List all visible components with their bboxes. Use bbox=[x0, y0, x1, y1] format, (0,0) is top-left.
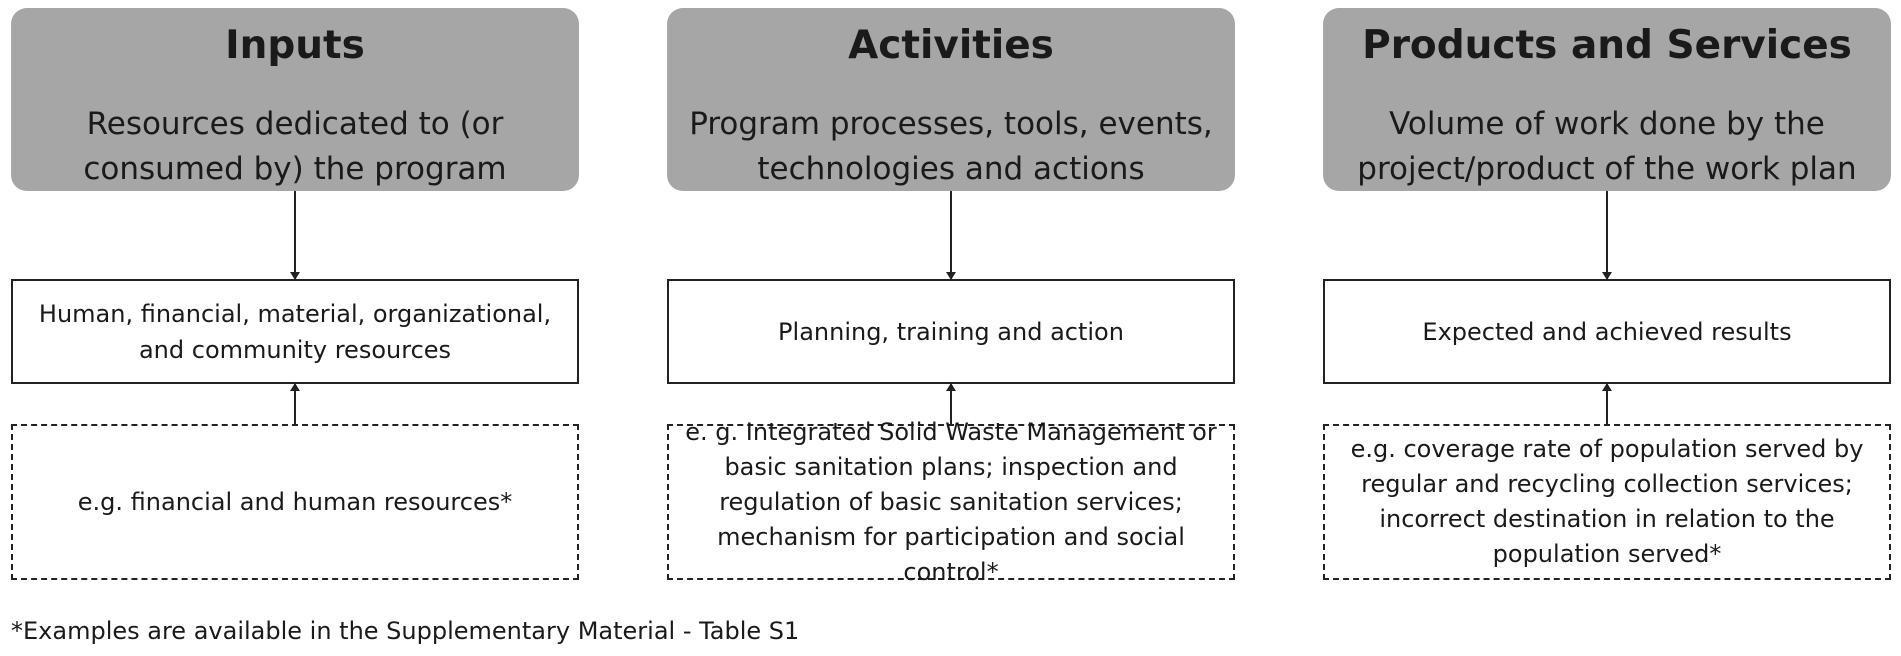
connector-arrow-bottom-activities bbox=[946, 383, 956, 424]
arrow-up-icon bbox=[290, 383, 300, 391]
example-box-inputs: e.g. financial and human resources* bbox=[11, 424, 579, 580]
detail-box-inputs: Human, financial, material, organization… bbox=[11, 279, 579, 384]
detail-text-inputs: Human, financial, material, organization… bbox=[38, 299, 552, 364]
header-description-activities: Program processes, tools, events, techno… bbox=[689, 106, 1213, 187]
example-box-activities: e. g. Integrated Solid Waste Management … bbox=[667, 418, 1235, 586]
detail-box-activities: Planning, training and action bbox=[667, 279, 1235, 384]
header-description-products-services: Volume of work done by the project/produ… bbox=[1357, 106, 1857, 187]
connector-arrow-top-activities bbox=[946, 191, 956, 280]
arrow-down-icon bbox=[290, 272, 300, 280]
header-box-inputs: Inputs Resources dedicated to (or consum… bbox=[11, 8, 579, 191]
header-title-products-services: Products and Services bbox=[1362, 23, 1852, 68]
footnote: *Examples are available in the Supplemen… bbox=[11, 617, 800, 645]
example-box-products-services: e.g. coverage rate of population served … bbox=[1323, 424, 1891, 580]
connector-arrow-bottom-inputs bbox=[290, 383, 300, 424]
example-text-activities: e. g. Integrated Solid Waste Management … bbox=[685, 417, 1217, 586]
column-inputs: Inputs Resources dedicated to (or consum… bbox=[11, 0, 579, 600]
arrow-down-icon bbox=[1602, 272, 1612, 280]
header-title-inputs: Inputs bbox=[225, 23, 365, 68]
example-text-products-services: e.g. coverage rate of population served … bbox=[1350, 435, 1864, 568]
connector-arrow-top-inputs bbox=[290, 191, 300, 280]
arrow-up-icon bbox=[1602, 383, 1612, 391]
detail-box-products-services: Expected and achieved results bbox=[1323, 279, 1891, 384]
header-title-activities: Activities bbox=[848, 23, 1054, 68]
arrow-down-icon bbox=[946, 272, 956, 280]
column-activities: Activities Program processes, tools, eve… bbox=[667, 0, 1235, 600]
arrow-up-icon bbox=[946, 383, 956, 391]
header-box-activities: Activities Program processes, tools, eve… bbox=[667, 8, 1235, 191]
example-text-inputs: e.g. financial and human resources* bbox=[77, 487, 513, 516]
header-description-inputs: Resources dedicated to (or consumed by) … bbox=[83, 106, 507, 187]
detail-text-activities: Planning, training and action bbox=[778, 317, 1124, 346]
connector-arrow-bottom-products-services bbox=[1602, 383, 1612, 424]
column-products-services: Products and Services Volume of work don… bbox=[1323, 0, 1891, 600]
detail-text-products-services: Expected and achieved results bbox=[1422, 317, 1792, 346]
connector-arrow-top-products-services bbox=[1602, 191, 1612, 280]
header-box-products-services: Products and Services Volume of work don… bbox=[1323, 8, 1891, 191]
